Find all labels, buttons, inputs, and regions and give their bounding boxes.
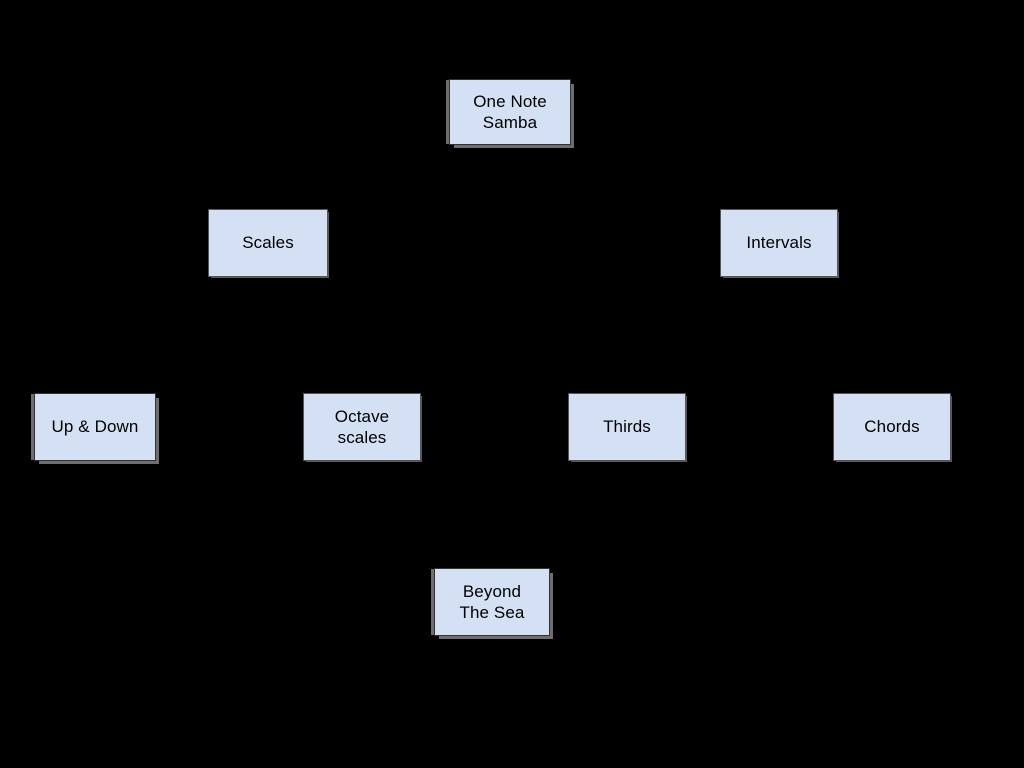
node-label: One Note Samba bbox=[473, 91, 547, 132]
edge-intervals-to-thirds bbox=[626, 277, 780, 393]
node-label: Beyond The Sea bbox=[459, 581, 525, 622]
edge-one-note-samba-to-scales bbox=[267, 145, 511, 209]
edge-scales-to-octave-scales bbox=[267, 277, 363, 393]
node-label: Scales bbox=[242, 233, 294, 253]
node-beyond-the-sea[interactable]: Beyond The Sea bbox=[434, 568, 550, 636]
edge-thirds-to-beyond-the-sea bbox=[491, 461, 628, 568]
node-chords[interactable]: Chords bbox=[833, 393, 951, 461]
edge-scales-to-up-and-down bbox=[94, 277, 269, 393]
node-one-note-samba[interactable]: One Note Samba bbox=[449, 79, 571, 145]
node-intervals[interactable]: Intervals bbox=[720, 209, 838, 277]
node-up-and-down[interactable]: Up & Down bbox=[34, 393, 156, 461]
node-label: Chords bbox=[864, 417, 920, 437]
edge-octave-scales-to-beyond-the-sea bbox=[361, 461, 493, 568]
node-label: Intervals bbox=[746, 233, 812, 253]
node-scales[interactable]: Scales bbox=[208, 209, 328, 277]
node-octave-scales[interactable]: Octave scales bbox=[303, 393, 421, 461]
edge-intervals-to-chords bbox=[778, 277, 893, 393]
edge-one-note-samba-to-intervals bbox=[509, 145, 780, 209]
node-label: Up & Down bbox=[51, 417, 139, 437]
node-label: Octave scales bbox=[334, 406, 390, 447]
node-label: Thirds bbox=[603, 417, 651, 437]
node-thirds[interactable]: Thirds bbox=[568, 393, 686, 461]
